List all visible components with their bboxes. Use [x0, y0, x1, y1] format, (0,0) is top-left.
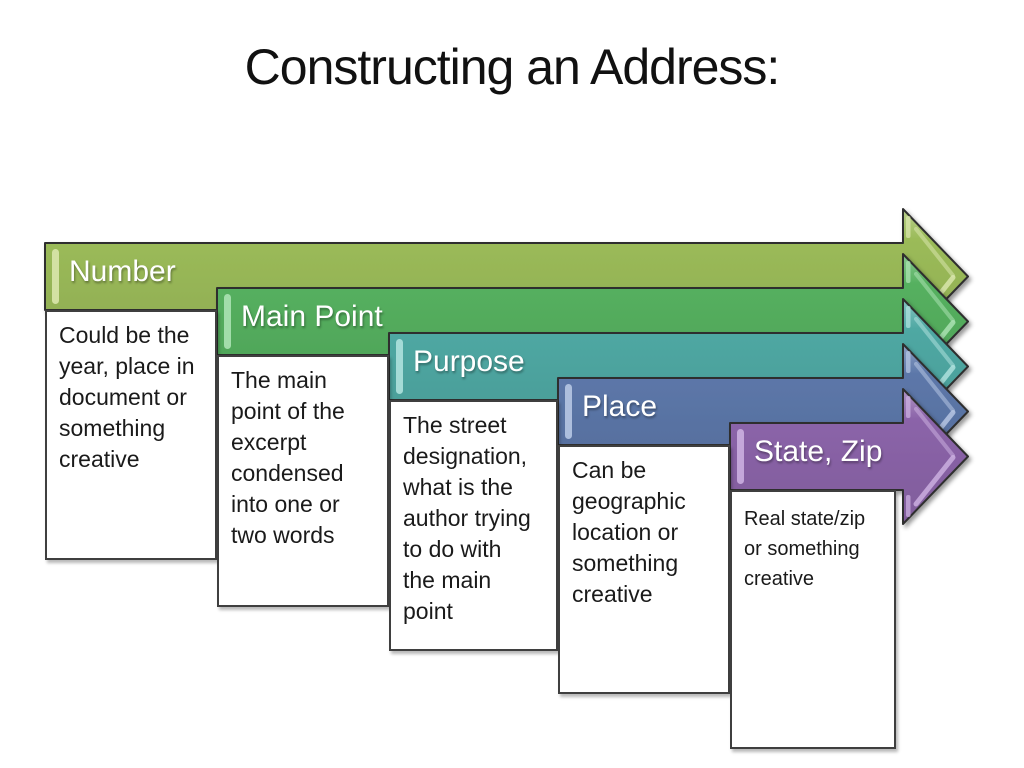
- desc-text-number: Could be the year, place in document or …: [59, 322, 195, 472]
- desc-text-place: Can be geographic location or something …: [572, 457, 686, 607]
- desc-box-number: Could be the year, place in document or …: [45, 310, 217, 560]
- slide-title: Constructing an Address:: [244, 39, 781, 95]
- desc-text-main-point: The main point of the excerpt condensed …: [231, 367, 345, 548]
- desc-text-state-zip: Real state/zip or something creative: [744, 508, 866, 590]
- desc-box-state-zip: Real state/zip or something creative: [730, 490, 896, 749]
- desc-text-purpose: The street designation, what is the auth…: [403, 412, 531, 624]
- desc-box-place: Can be geographic location or something …: [558, 445, 730, 694]
- desc-box-main-point: The main point of the excerpt condensed …: [217, 355, 389, 607]
- desc-box-purpose: The street designation, what is the auth…: [389, 400, 558, 651]
